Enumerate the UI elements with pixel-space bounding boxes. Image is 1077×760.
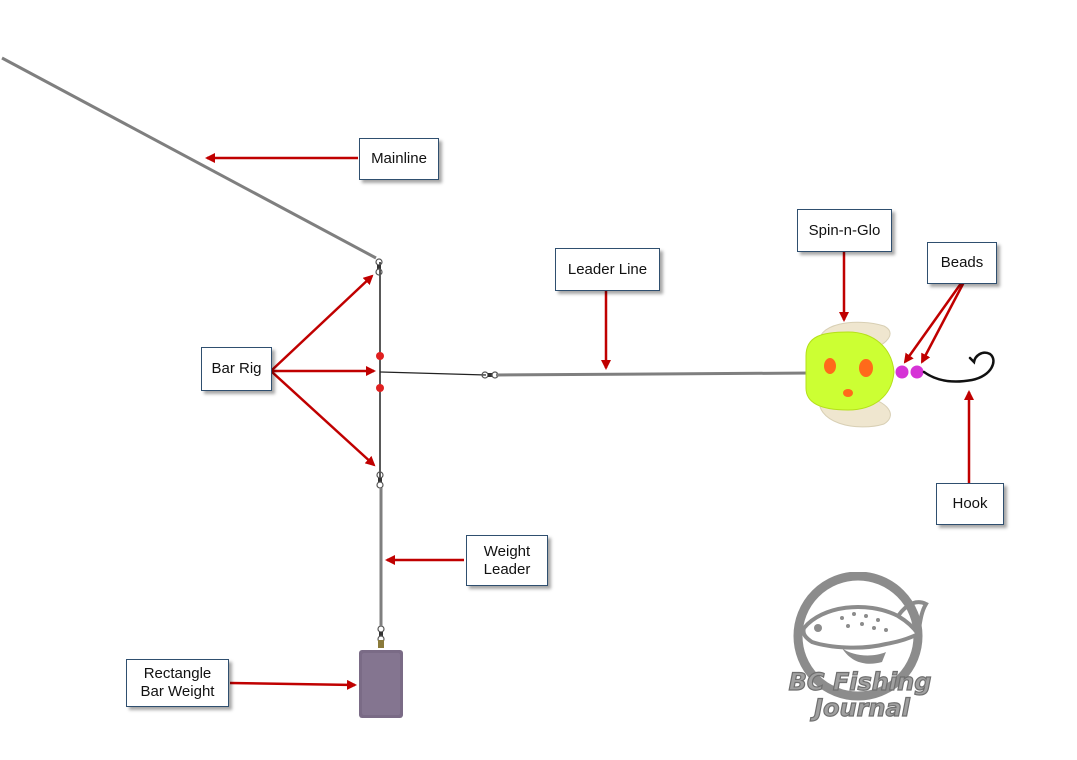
arrow-rectangle-bar-weight xyxy=(229,679,357,690)
bar-rig xyxy=(376,262,487,478)
label-beads: Beads xyxy=(927,242,997,284)
label-rectangle-bar-weight-line1: Rectangle xyxy=(143,665,212,682)
arrow-beads-1 xyxy=(903,281,964,364)
label-beads-text: Beads xyxy=(940,254,984,271)
spin-n-glo xyxy=(805,321,895,428)
swivel-top xyxy=(375,258,383,276)
label-mainline-text: Mainline xyxy=(371,150,427,167)
label-weight-leader-line2: Leader xyxy=(483,560,531,578)
logo-line1: BC Fishing xyxy=(789,668,932,696)
swivel-weight xyxy=(377,625,385,643)
label-spin-n-glo-text: Spin-n-Glo xyxy=(808,221,881,239)
label-leader-line-text: Leader Line xyxy=(567,260,648,278)
bar-rig-bead-top xyxy=(376,352,384,360)
arrow-beads-2 xyxy=(920,281,966,364)
label-spin-n-glo: Spin-n-Glo xyxy=(797,209,892,252)
rectangle-bar-weight xyxy=(359,640,403,718)
label-mainline: Mainline xyxy=(359,138,439,180)
bar-rig-bead-bottom xyxy=(376,384,384,392)
label-bar-rig-text: Bar Rig xyxy=(211,360,262,377)
hook xyxy=(922,351,995,383)
bead-2 xyxy=(910,365,924,379)
arrow-bar-rig-bottom xyxy=(271,371,376,467)
label-rectangle-bar-weight-line2: Bar Weight xyxy=(140,683,215,700)
label-weight-leader-line1: Weight xyxy=(483,542,531,560)
label-hook-text: Hook xyxy=(952,495,988,512)
bead-1 xyxy=(895,365,909,379)
bc-fishing-journal-logo: BC Fishing Journal xyxy=(788,572,932,723)
label-leader-line: Leader Line xyxy=(555,248,660,291)
logo-line2: Journal xyxy=(810,694,911,722)
label-weight-leader: Weight Leader xyxy=(466,535,548,586)
label-bar-rig: Bar Rig xyxy=(201,347,272,391)
label-rectangle-bar-weight: Rectangle Bar Weight xyxy=(126,659,229,707)
leader-line xyxy=(495,371,813,377)
arrow-bar-rig-top xyxy=(271,274,374,371)
label-hook: Hook xyxy=(936,483,1004,525)
mainline xyxy=(1,56,377,260)
annotation-arrows xyxy=(205,153,974,690)
